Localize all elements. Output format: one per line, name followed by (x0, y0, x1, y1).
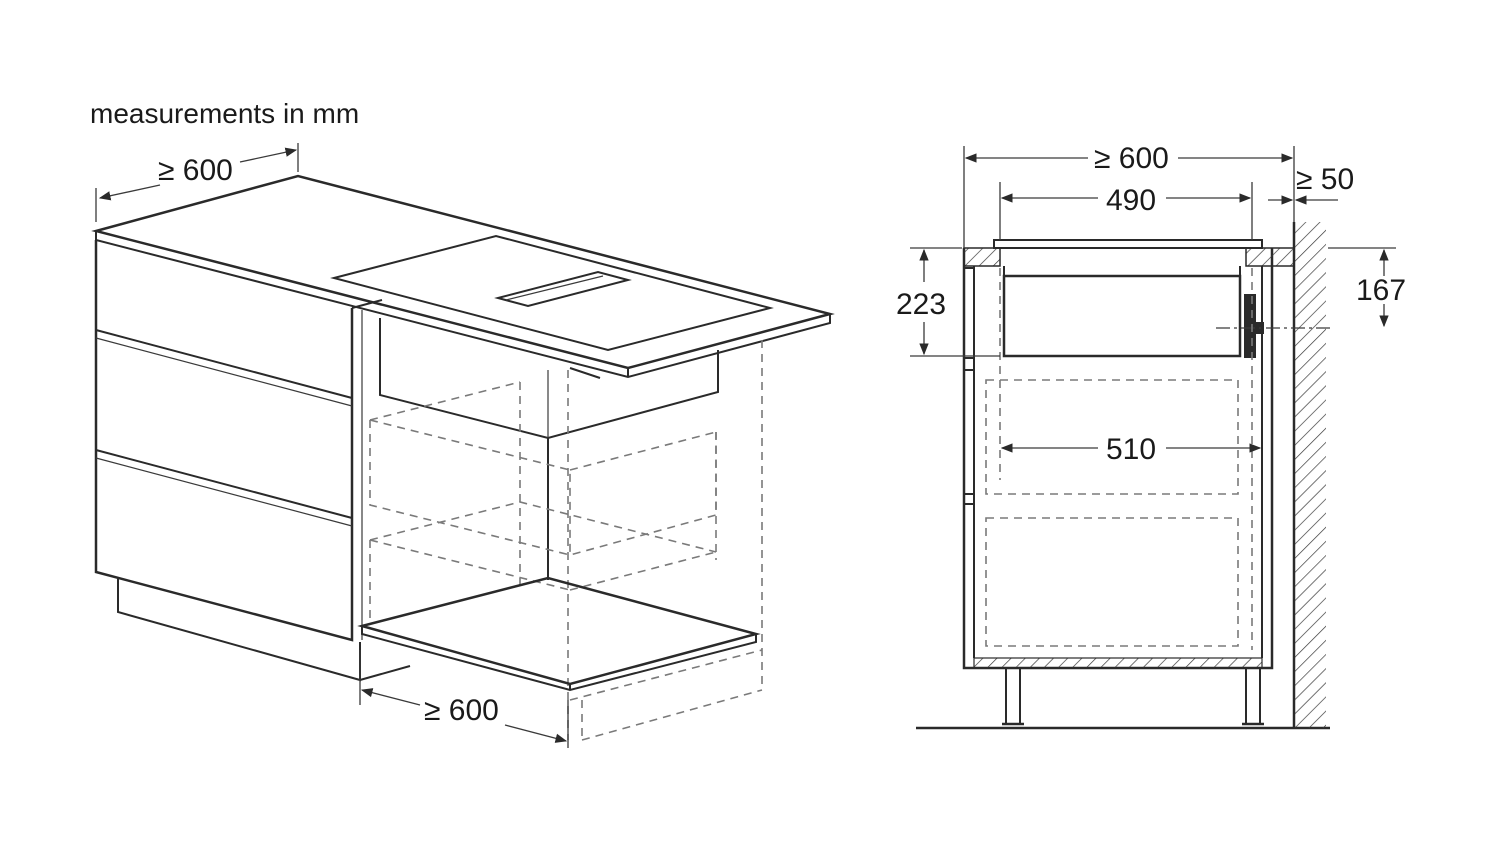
wall (1294, 222, 1326, 728)
width-dimension-label: ≥ 600 (424, 694, 499, 727)
vent-slot (494, 270, 632, 308)
worktop-right (1245, 247, 1295, 267)
height-right-label: 167 (1356, 274, 1406, 307)
height-left-label: 223 (896, 288, 946, 321)
section-view: ≥ 600 490 ≥ 50 510 223 167 (896, 142, 1406, 730)
cabinet-width-label: ≥ 600 (1094, 142, 1169, 175)
floor-panel (357, 576, 761, 686)
leg-right (1245, 667, 1261, 725)
drawer-cabinet (94, 240, 354, 642)
hob-glass (993, 239, 1263, 249)
wall-gap-label: ≥ 50 (1296, 163, 1354, 196)
isometric-view: ≥ 600 (91, 143, 835, 748)
units-note: measurements in mm (90, 98, 359, 129)
hob-surface (330, 234, 774, 352)
hob-body (379, 318, 719, 440)
fan-connector (1244, 294, 1256, 358)
leg-left (1005, 667, 1021, 725)
inner-width-label: 510 (1106, 433, 1156, 466)
hob-unit (1002, 274, 1242, 358)
cutout-dimension-label: 490 (1106, 184, 1156, 217)
plinth (117, 578, 361, 682)
depth-dimension-label: ≥ 600 (158, 154, 233, 187)
worktop-left (963, 247, 1001, 267)
countertop (91, 174, 835, 370)
